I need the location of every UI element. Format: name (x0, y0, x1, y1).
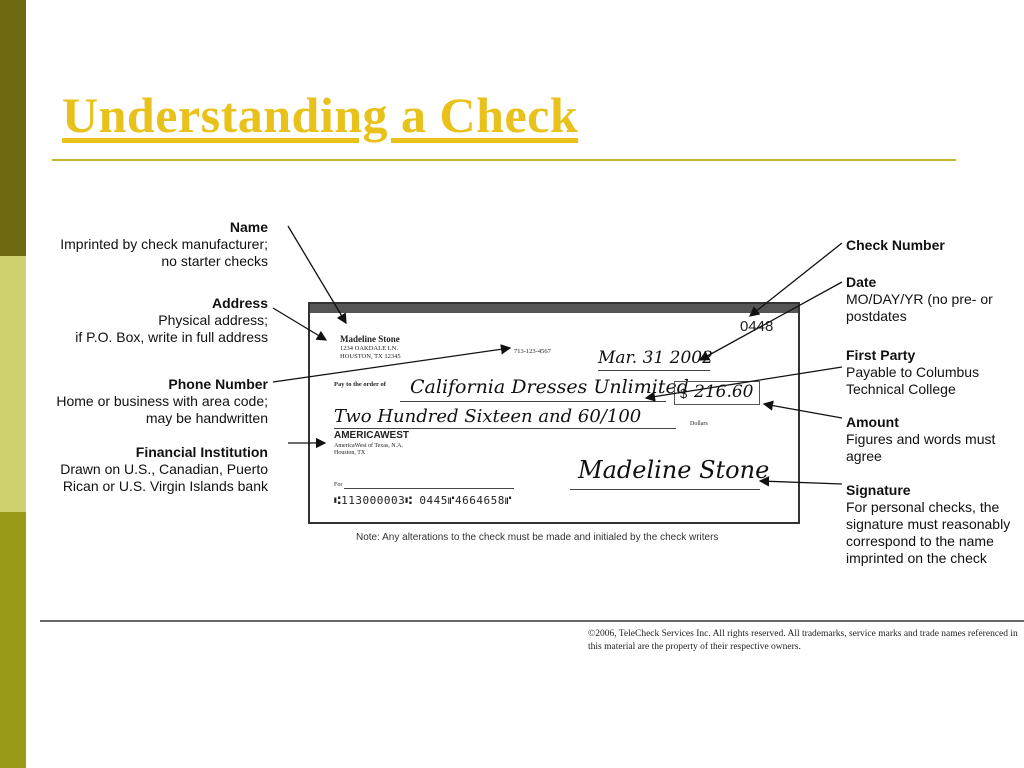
signature-line (570, 489, 760, 490)
phone-desc-2: may be handwritten (145, 410, 268, 426)
phone-label: Phone Number Home or business with area … (56, 376, 268, 427)
first-party-heading: First Party (846, 347, 916, 363)
dollar-sign: $ (680, 386, 688, 401)
financial-desc-1: Drawn on U.S., Canadian, Puerto (60, 461, 268, 477)
first-party-arrow (644, 366, 843, 402)
name-label: Name Imprinted by check manufacturer; no… (60, 219, 268, 270)
signature-desc-3: correspond to the name (846, 533, 994, 549)
date-desc-1: MO/DAY/YR (no pre- or (846, 291, 993, 307)
address-desc-2: if P.O. Box, write in full address (75, 329, 268, 345)
phone-heading: Phone Number (168, 376, 268, 392)
check-signature: Madeline Stone (578, 456, 770, 484)
date-line (598, 370, 710, 371)
financial-heading: Financial Institution (135, 444, 268, 460)
signature-desc-1: For personal checks, the (846, 499, 1000, 515)
sample-check: Madeline Stone 1234 OAKDALE LN. HOUSTON,… (308, 302, 800, 524)
copyright-notice: ©2006, TeleCheck Services Inc. All right… (588, 629, 1018, 652)
title-divider (52, 159, 956, 161)
check-number: 0448 (740, 318, 774, 335)
phone-arrow (272, 344, 512, 383)
pay-to-label: Pay to the order of (334, 381, 386, 388)
left-band-middle (0, 256, 26, 512)
date-heading: Date (846, 274, 877, 290)
address-heading: Address (211, 295, 268, 311)
signature-label: Signature For personal checks, the signa… (846, 482, 1010, 567)
address-desc-1: Physical address; (158, 312, 268, 328)
check-account-name: Madeline Stone (340, 334, 400, 344)
signature-heading: Signature (846, 482, 911, 498)
micr-line: ⑆113000003⑆ 0445⑈4664658⑈ (334, 494, 512, 507)
check-address-line-1: 1234 OAKDALE LN. (340, 345, 398, 352)
name-heading: Name (229, 219, 268, 235)
memo-line (344, 488, 514, 489)
dollars-label: Dollars (690, 421, 708, 427)
amount-desc-1: Figures and words must (846, 431, 996, 447)
signature-desc-4: imprinted on the check (846, 550, 987, 566)
memo-label: For (334, 482, 343, 488)
date-desc-2: postdates (846, 308, 907, 324)
amount-heading: Amount (846, 414, 899, 430)
address-arrow (272, 307, 328, 341)
financial-label: Financial Institution Drawn on U.S., Can… (60, 444, 268, 495)
first-party-desc-2: Technical College (846, 381, 956, 397)
check-date: Mar. 31 2002 (598, 348, 713, 368)
alteration-note: Note: Any alterations to the check must … (356, 532, 719, 543)
financial-desc-2: Rican or U.S. Virgin Islands bank (62, 478, 268, 494)
address-label: Address Physical address; if P.O. Box, w… (75, 295, 268, 346)
bank-line-2: Houston, TX (334, 450, 366, 456)
phone-desc-1: Home or business with area code; (56, 393, 268, 409)
amount-arrow (762, 400, 843, 419)
name-desc-1: Imprinted by check manufacturer; (60, 236, 268, 252)
check-payee: California Dresses Unlimited (410, 376, 689, 398)
slide-title: Understanding a Check (62, 87, 579, 143)
bank-line-1: AmericaWest of Texas, N.A. (334, 443, 403, 449)
name-arrow (287, 225, 347, 325)
signature-arrow (758, 476, 843, 487)
check-amount-words: Two Hundred Sixteen and 60/100 (334, 406, 642, 427)
amount-label: Amount Figures and words must agree (846, 414, 995, 465)
signature-desc-2: signature must reasonably (846, 516, 1011, 532)
left-band-top (0, 0, 26, 256)
amount-words-line (334, 428, 676, 429)
check-address-line-2: HOUSTON, TX 12345 (340, 353, 401, 360)
payee-line (400, 401, 666, 402)
check-top-bar (310, 304, 798, 313)
date-arrow (698, 281, 843, 361)
bottom-divider (40, 620, 1024, 622)
first-party-label: First Party Payable to Columbus Technica… (846, 347, 979, 398)
date-label: Date MO/DAY/YR (no pre- or postdates (846, 274, 993, 325)
amount-desc-2: agree (846, 448, 882, 464)
check-number-label: Check Number (846, 237, 945, 254)
bank-name: AMERICAWEST (334, 430, 409, 441)
name-desc-2: no starter checks (161, 253, 268, 269)
check-amount-figures: 216.60 (694, 382, 754, 402)
check-number-heading: Check Number (846, 237, 945, 253)
first-party-desc-1: Payable to Columbus (846, 364, 980, 380)
check-phone: 713-123-4567 (514, 348, 551, 355)
left-band-bottom (0, 512, 26, 768)
check-number-arrow (748, 242, 843, 317)
